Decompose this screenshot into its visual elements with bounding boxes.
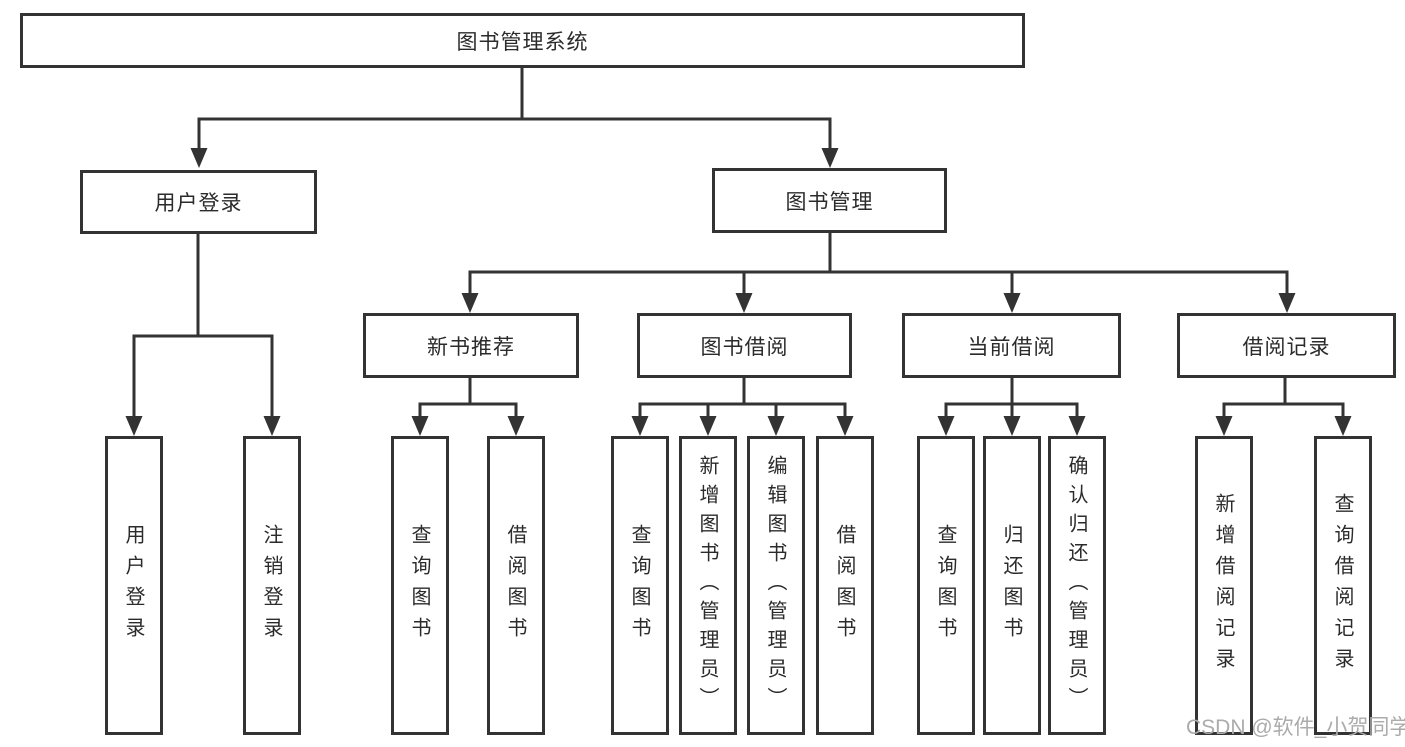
leaf-confirm-return-admin: 确认归还（管理员） [1048,436,1106,735]
arrow-down-icon [699,416,717,436]
arrow-down-icon [1068,416,1086,436]
arrow-down-icon [411,416,429,436]
arrow-down-icon [263,416,281,436]
node-current-borrow-label: 当前借阅 [967,335,1056,359]
node-borrow-records: 借阅记录 [1177,313,1396,378]
watermark: CSDN @软件_小贺同学 [1186,716,1405,739]
node-borrow-records-label: 借阅记录 [1242,335,1331,359]
node-current-borrow: 当前借阅 [902,313,1121,378]
node-root-label: 图书管理系统 [456,30,589,54]
connector-path [132,66,1345,422]
arrow-down-icon [1003,416,1021,436]
leaf-user-login: 用户登录 [105,436,163,735]
arrow-down-icon [1003,293,1021,313]
node-new-book-recommend: 新书推荐 [363,313,579,378]
leaf-borrow-books-borrow: 借阅图书 [816,436,874,735]
node-user-login: 用户登录 [80,170,317,234]
arrow-down-icon [836,416,854,436]
arrow-down-icon [1334,416,1352,436]
arrowheads [125,148,1352,436]
arrow-down-icon [507,416,525,436]
leaf-logout: 注销登录 [243,436,301,735]
node-new-book-recommend-label: 新书推荐 [427,335,515,359]
leaf-return-book: 归还图书 [983,436,1041,735]
leaf-query-borrow-record: 查询借阅记录 [1314,436,1372,735]
arrow-down-icon [1278,293,1296,313]
leaf-query-books-borrow: 查询图书 [611,436,669,735]
node-book-borrow: 图书借阅 [637,313,852,378]
node-user-login-label: 用户登录 [154,192,243,215]
node-book-management: 图书管理 [712,168,947,233]
arrow-down-icon [1215,416,1233,436]
leaf-query-books-current: 查询图书 [917,436,975,735]
leaf-query-books-recommend: 查询图书 [391,436,449,735]
arrow-down-icon [190,148,208,168]
leaf-add-book-admin: 新增图书（管理员） [679,436,737,735]
arrow-down-icon [125,416,143,436]
leaf-add-borrow-record: 新增借阅记录 [1195,436,1253,735]
arrow-down-icon [631,416,649,436]
node-book-management-label: 图书管理 [785,190,874,214]
node-book-borrow-label: 图书借阅 [700,335,789,359]
leaf-borrow-books-recommend: 借阅图书 [487,436,545,735]
arrow-down-icon [461,293,479,313]
arrow-down-icon [821,148,839,168]
arrow-down-icon [735,293,753,313]
node-root: 图书管理系统 [20,13,1025,68]
arrow-down-icon [937,416,955,436]
arrow-down-icon [767,416,785,436]
leaf-edit-book-admin: 编辑图书（管理员） [747,436,805,735]
